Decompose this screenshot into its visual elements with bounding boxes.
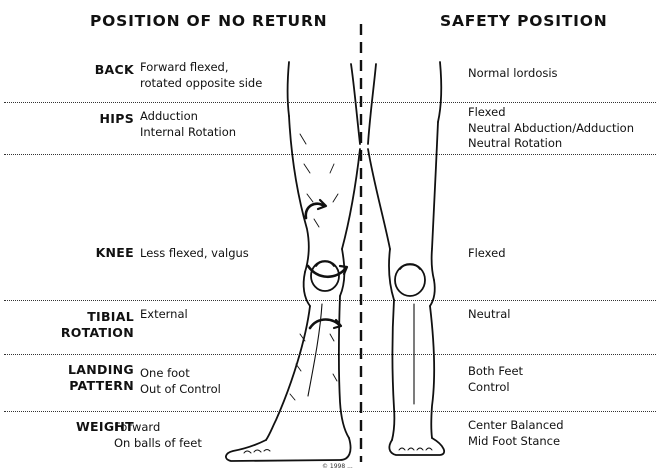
row-label-back: BACK bbox=[24, 62, 134, 78]
copyright-credit: © 1998 ... bbox=[322, 463, 353, 470]
safety-knee: Flexed bbox=[468, 246, 506, 262]
safety-tibial-rotation: Neutral bbox=[468, 307, 510, 323]
diagram-frame: POSITION OF NO RETURN SAFETY POSITION bbox=[4, 4, 656, 469]
no-return-back: Forward flexed,rotated opposite side bbox=[140, 60, 262, 91]
left-leg-drawing bbox=[226, 62, 360, 461]
no-return-knee: Less flexed, valgus bbox=[140, 246, 249, 262]
row-label-hips: HIPS bbox=[24, 111, 134, 127]
row-label-knee: KNEE bbox=[24, 245, 134, 261]
no-return-tibial-rotation: External bbox=[140, 307, 188, 323]
safety-back: Normal lordosis bbox=[468, 66, 558, 82]
right-leg-drawing bbox=[368, 62, 444, 455]
